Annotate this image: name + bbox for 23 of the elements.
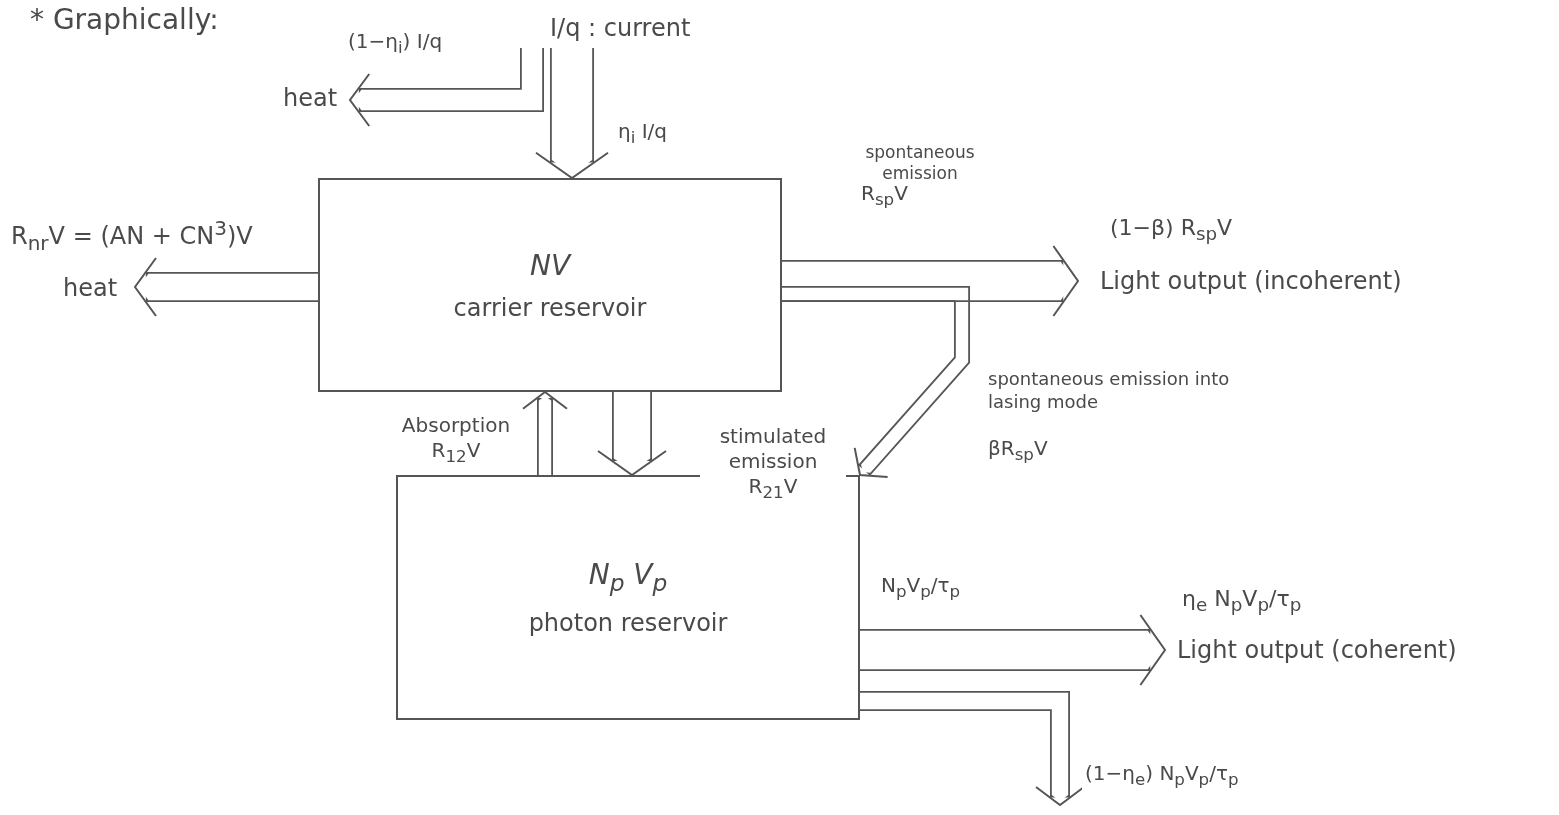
double-line-arrow	[535, 48, 609, 179]
double-line-arrow	[860, 614, 1166, 686]
node-text: heat	[282, 84, 338, 112]
double-line-arrow	[522, 391, 568, 475]
node-text: N$_{p}$ V$_{p}$	[588, 558, 668, 597]
node-text: Light output (incoherent)	[1100, 267, 1402, 295]
reservoir-box	[318, 178, 782, 392]
node-text: Light output (coherent)	[1177, 636, 1457, 664]
node-text: NV	[529, 248, 571, 282]
node-text: I/q : current	[550, 14, 691, 42]
double-line-arrow	[349, 48, 544, 127]
beside-text: η$_{e}$ N$_{p}$V$_{p}$/τ$_{p}$	[1182, 585, 1302, 618]
double-line-arrow	[597, 392, 667, 476]
node-text: heat	[62, 274, 118, 302]
double-line-arrow	[782, 245, 1079, 317]
note-text: spontaneous emission into lasing mode	[988, 368, 1231, 413]
node-text: carrier reservoir	[453, 293, 647, 322]
double-line-arrow	[134, 257, 318, 317]
heading-text: * Graphically:	[30, 2, 219, 37]
reservoir-box	[396, 475, 860, 720]
node-text: photon reservoir	[528, 608, 728, 637]
double-line-arrow	[782, 286, 970, 479]
beside-text: (1−β) R$_{sp}$V	[1110, 214, 1233, 247]
